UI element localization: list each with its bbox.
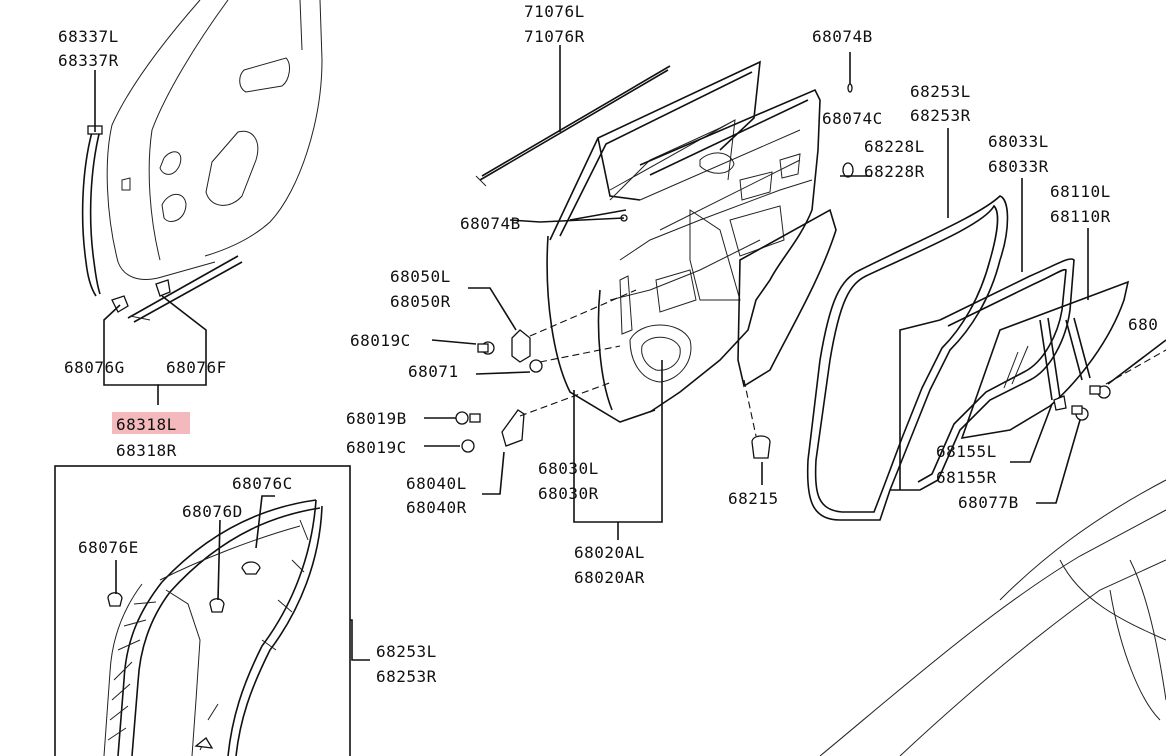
label-68074B-mid: 68074B xyxy=(460,214,521,233)
label-68077B: 68077B xyxy=(958,493,1019,512)
label-68033R: 68033R xyxy=(988,157,1049,176)
label-68337R: 68337R xyxy=(58,51,119,70)
label-68074C: 68074C xyxy=(822,109,883,128)
label-68076E: 68076E xyxy=(78,538,139,557)
label-68019C-2: 68019C xyxy=(346,438,407,457)
label-68076C: 68076C xyxy=(232,474,293,493)
label-68050R: 68050R xyxy=(390,292,451,311)
inset-detail-box xyxy=(54,465,370,756)
label-71076L: 71076L xyxy=(524,2,585,21)
label-68337L: 68337L xyxy=(58,27,119,46)
label-68155R: 68155R xyxy=(936,468,997,487)
label-68050L: 68050L xyxy=(390,267,451,286)
label-68076G: 68076G xyxy=(64,358,125,377)
label-68253R: 68253R xyxy=(910,106,971,125)
label-68020AR: 68020AR xyxy=(574,568,645,587)
label-68228L: 68228L xyxy=(864,137,925,156)
label-68215: 68215 xyxy=(728,489,779,508)
hardware-parts xyxy=(455,52,1111,459)
label-68040L: 68040L xyxy=(406,474,467,493)
label-68228R: 68228R xyxy=(864,162,925,181)
label-68020AL: 68020AL xyxy=(574,543,645,562)
part-68253-door-weatherstrip xyxy=(806,195,1009,521)
window-frame-and-glass xyxy=(475,60,837,423)
label-68253L-inset: 68253L xyxy=(376,642,437,661)
label-68253R-inset: 68253R xyxy=(376,667,437,686)
part-68337-channel-strip xyxy=(81,125,103,297)
label-68318R: 68318R xyxy=(116,441,177,460)
label-68071: 68071 xyxy=(408,362,459,381)
label-68110R: 68110R xyxy=(1050,207,1111,226)
label-68019C-1: 68019C xyxy=(350,331,411,350)
highlight-68318L xyxy=(112,412,190,434)
label-68076D: 68076D xyxy=(182,502,243,521)
label-68110L: 68110L xyxy=(1050,182,1111,201)
label-68019B: 68019B xyxy=(346,409,407,428)
label-71076R: 71076R xyxy=(524,27,585,46)
label-68076F: 68076F xyxy=(166,358,227,377)
label-68074B-top: 68074B xyxy=(812,27,873,46)
label-68033L: 68033L xyxy=(988,132,1049,151)
label-68030R: 68030R xyxy=(538,484,599,503)
label-68030L: 68030L xyxy=(538,459,599,478)
label-68253L: 68253L xyxy=(910,82,971,101)
label-680-partial: 680 xyxy=(1128,315,1158,334)
leaders-center-right xyxy=(424,45,1166,540)
label-68040R: 68040R xyxy=(406,498,467,517)
door-outer-panel-illustration xyxy=(106,0,323,280)
callout-labels: 71076L 71076R 68074B 68337L 68337R 68253… xyxy=(58,2,1158,686)
leaders-left xyxy=(94,70,207,405)
part-68110-door-glass xyxy=(960,280,1130,440)
label-68318L: 68318L xyxy=(116,415,177,434)
car-body-outline xyxy=(819,479,1166,756)
belt-moulding-68318 xyxy=(111,255,243,323)
label-68155L: 68155L xyxy=(936,442,997,461)
